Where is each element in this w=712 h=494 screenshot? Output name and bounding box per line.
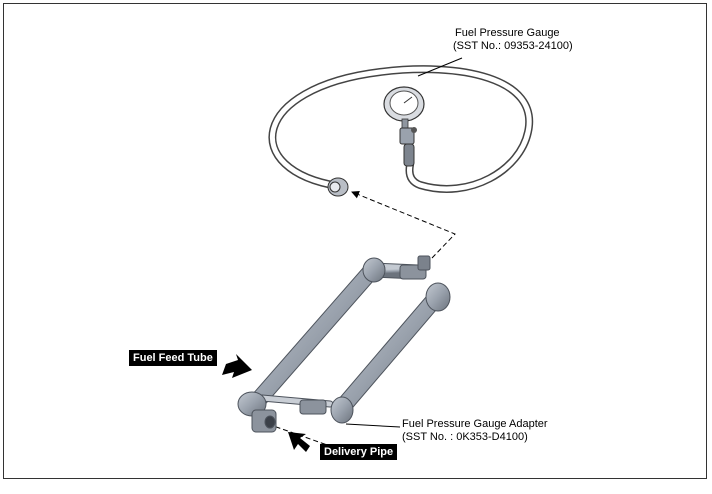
gauge-adapter-assembly	[237, 255, 451, 433]
gauge-sst-label: (SST No.: 09353-24100)	[453, 40, 573, 52]
adapter-leader-line	[345, 423, 401, 428]
adapter-title-label: Fuel Pressure Gauge Adapter	[402, 418, 548, 430]
gauge-valve	[399, 127, 417, 167]
hose-end-fitting	[327, 177, 349, 197]
gauge-title-label: Fuel Pressure Gauge	[455, 27, 560, 39]
gauge-leader-line	[417, 57, 463, 77]
fuel-feed-arrow	[222, 354, 252, 378]
delivery-pipe-callout: Delivery Pipe	[320, 444, 398, 460]
gauge-dial	[383, 86, 425, 130]
gauge-hose	[268, 65, 534, 193]
adapter-sst-label: (SST No. : 0K353-D4100)	[402, 431, 528, 443]
delivery-pipe-arrow	[288, 432, 310, 452]
fuel-feed-tube-callout: Fuel Feed Tube	[129, 350, 217, 366]
